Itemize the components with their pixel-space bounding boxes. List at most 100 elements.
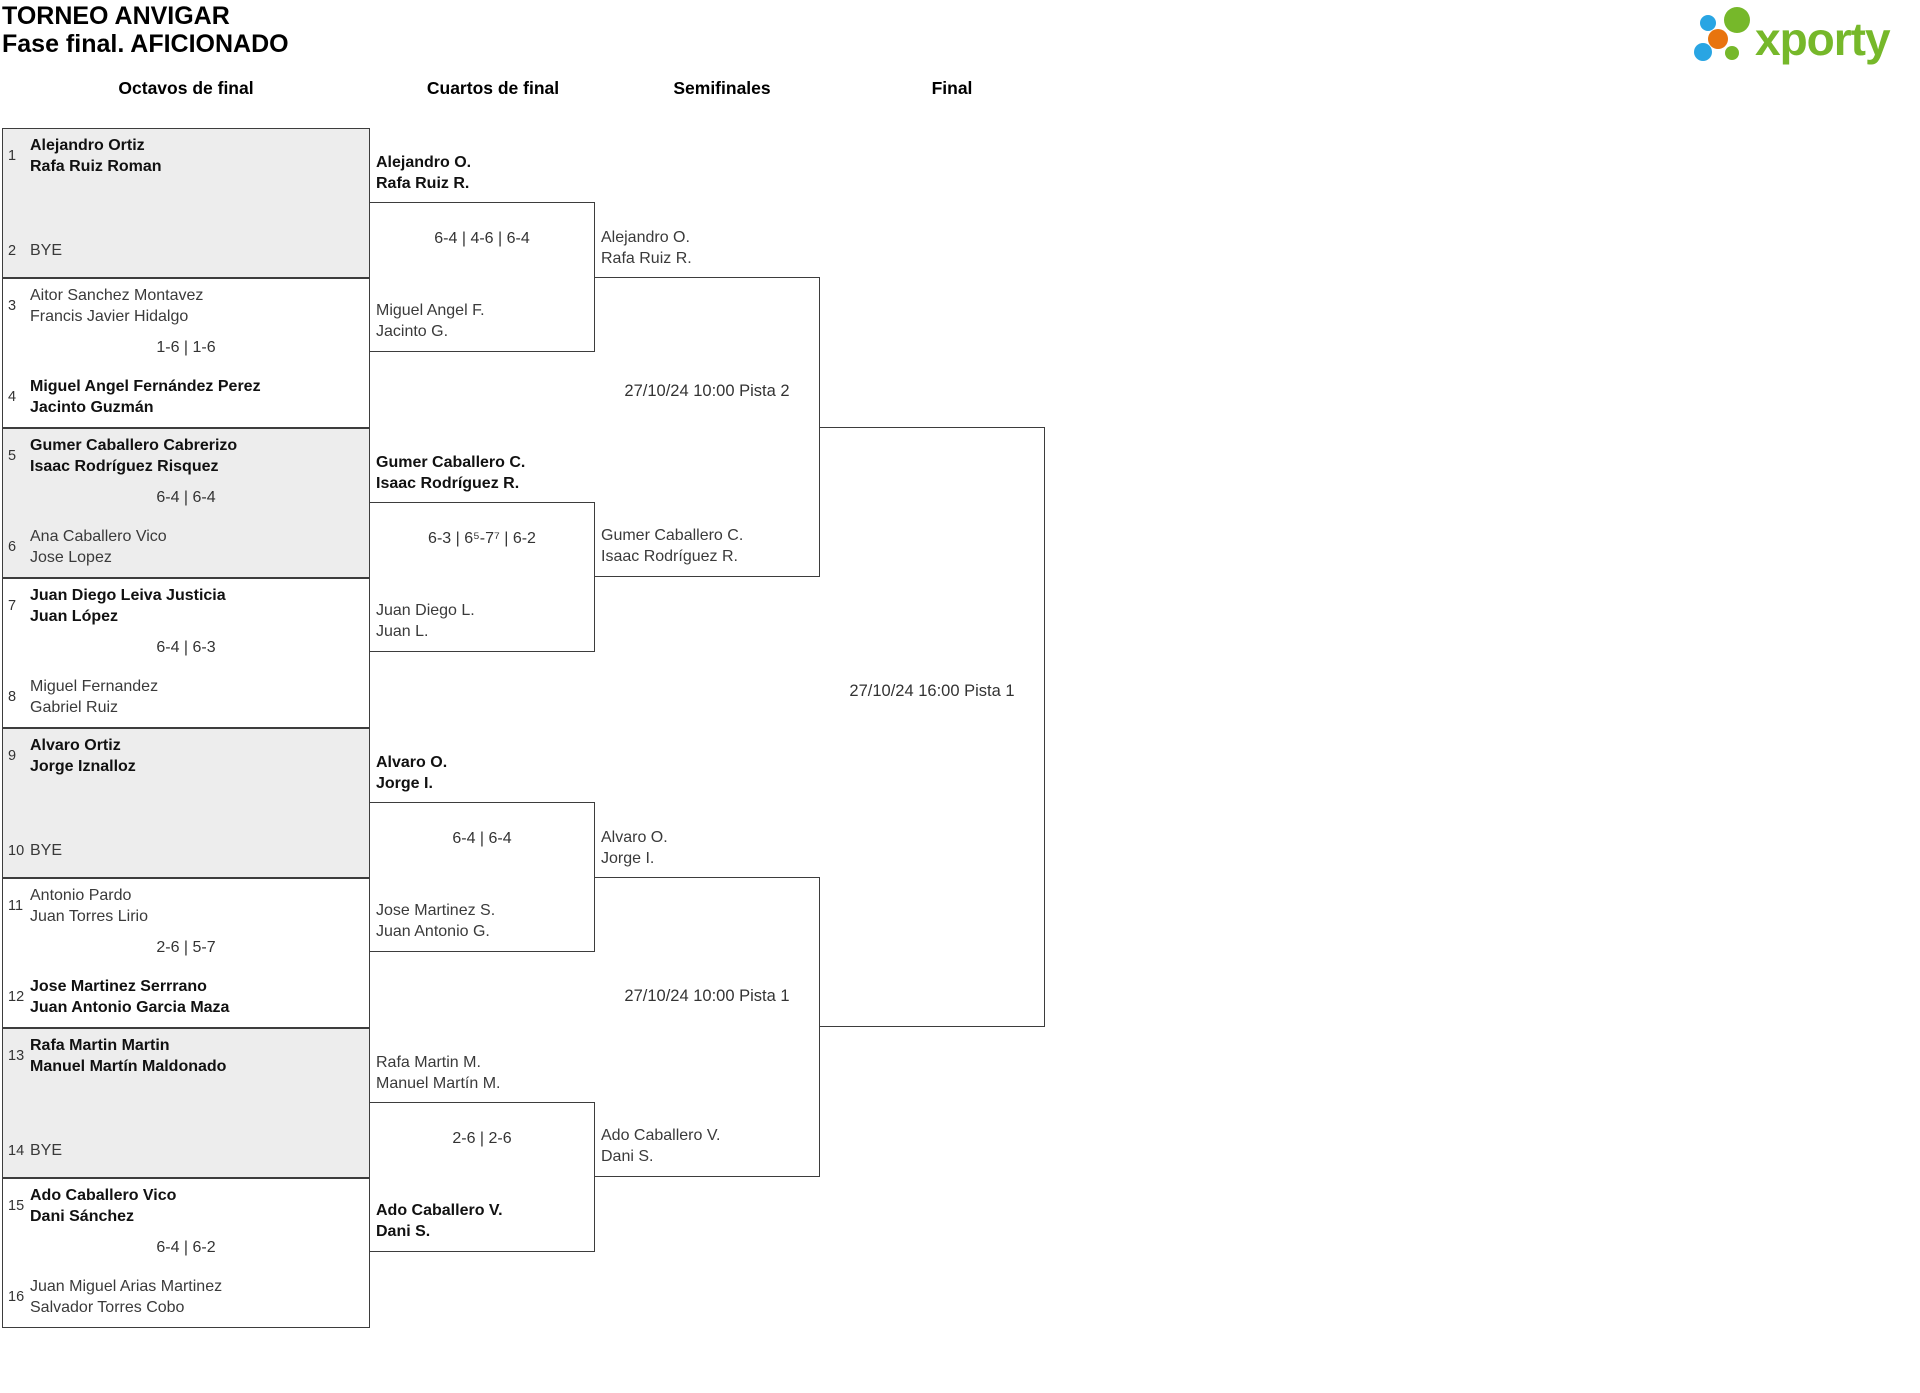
semifinal-2-upper-participant[interactable]: Alvaro O. Jorge I. — [601, 827, 816, 869]
octavos-2-top-participant[interactable]: 3 Aitor Sanchez Montavez Francis Javier … — [8, 285, 360, 327]
cuartos-1-upper-participant[interactable]: Alejandro O. Rafa Ruiz R. — [376, 152, 591, 194]
octavos-4-top-participant[interactable]: 7 Juan Diego Leiva Justicia Juan López — [8, 585, 360, 627]
match-score: 6-3 | 6⁵-7⁷ | 6-2 — [428, 530, 536, 547]
seed-number: 7 — [8, 598, 17, 614]
logo-dot-orange-icon — [1708, 29, 1728, 49]
player-name: Antonio Pardo — [30, 887, 132, 904]
octavos-8-bottom-participant[interactable]: 16 Juan Miguel Arias Martinez Salvador T… — [8, 1276, 360, 1318]
logo-wordmark: xporty — [1755, 13, 1891, 65]
logo-dot-blue-small-icon — [1700, 15, 1716, 31]
cuartos-1-lower-participant[interactable]: Miguel Angel F. Jacinto G. — [376, 300, 591, 342]
octavos-7-top-participant[interactable]: 13 Rafa Martin Martin Manuel Martín Mald… — [8, 1035, 360, 1077]
player-name: Dani Sánchez — [30, 1208, 135, 1225]
cuartos-match-1-box[interactable] — [369, 202, 595, 352]
player-name: Alvaro O. — [376, 754, 448, 771]
seed-number: 12 — [8, 989, 25, 1005]
match-score: 6-4 | 6-3 — [156, 639, 216, 656]
octavos-8-top-participant[interactable]: 15 Ado Caballero Vico Dani Sánchez — [8, 1185, 360, 1227]
octavos-3-bottom-participant[interactable]: 6 Ana Caballero Vico Jose Lopez — [8, 526, 360, 568]
match-score: 1-6 | 1-6 — [156, 339, 216, 356]
player-name: Miguel Angel F. — [376, 302, 485, 319]
octavos-match-5-box[interactable] — [2, 728, 370, 878]
match-score: 2-6 | 2-6 — [452, 1130, 512, 1147]
octavos-match-3-box[interactable] — [2, 428, 370, 578]
page-title: TORNEO ANVIGAR Fase final. AFICIONADO — [2, 2, 289, 58]
player-name: Jose Martinez Serrrano — [30, 978, 207, 995]
seed-number: 9 — [8, 748, 17, 764]
player-name: Ado Caballero V. — [376, 1202, 503, 1219]
player-name: BYE — [30, 842, 63, 859]
cuartos-2-upper-participant[interactable]: Gumer Caballero C. Isaac Rodríguez R. — [376, 452, 591, 494]
match-score: 6-4 | 4-6 | 6-4 — [434, 230, 530, 247]
match-score: 6-4 | 6-4 — [452, 830, 512, 847]
logo-dot-blue-icon — [1694, 43, 1712, 61]
player-name: Juan Diego L. — [376, 602, 475, 619]
player-name: Juan López — [30, 608, 119, 625]
semifinal-1-upper-participant[interactable]: Alejandro O. Rafa Ruiz R. — [601, 227, 816, 269]
player-name: Dani S. — [601, 1148, 654, 1165]
octavos-6-bottom-participant[interactable]: 12 Jose Martinez Serrrano Juan Antonio G… — [8, 976, 360, 1018]
match-schedule: 27/10/24 10:00 Pista 2 — [624, 382, 790, 400]
octavos-6-top-participant[interactable]: 11 Antonio Pardo Juan Torres Lirio — [8, 885, 360, 927]
cuartos-3-lower-participant[interactable]: Jose Martinez S. Juan Antonio G. — [376, 900, 591, 942]
octavos-3-top-participant[interactable]: 5 Gumer Caballero Cabrerizo Isaac Rodríg… — [8, 435, 360, 477]
player-name: BYE — [30, 242, 63, 259]
match-score: 2-6 | 5-7 — [156, 939, 216, 956]
player-name: Rafa Martin Martin — [30, 1037, 170, 1054]
octavos-match-7-box[interactable] — [2, 1028, 370, 1178]
match-schedule: 27/10/24 10:00 Pista 1 — [624, 987, 790, 1005]
player-name: Jorge I. — [601, 850, 655, 867]
cuartos-match-2-box[interactable] — [369, 502, 595, 652]
seed-number: 6 — [8, 539, 17, 555]
seed-number: 3 — [8, 298, 17, 314]
player-name: Isaac Rodríguez Risquez — [30, 458, 219, 475]
seed-number: 11 — [8, 898, 24, 914]
octavos-match-6-box[interactable] — [2, 878, 370, 1028]
seed-number: 15 — [8, 1198, 25, 1214]
octavos-match-2-box[interactable] — [2, 278, 370, 428]
player-name: Juan Torres Lirio — [30, 908, 148, 925]
seed-number: 16 — [8, 1289, 25, 1305]
octavos-match-1-box[interactable] — [2, 128, 370, 278]
player-name: Ado Caballero Vico — [30, 1187, 177, 1204]
cuartos-4-lower-participant[interactable]: Ado Caballero V. Dani S. — [376, 1200, 591, 1242]
octavos-7-bottom-participant[interactable]: 14 BYE — [8, 1140, 360, 1161]
match-schedule: 27/10/24 16:00 Pista 1 — [849, 682, 1015, 700]
player-name: Manuel Martín M. — [376, 1075, 501, 1092]
player-name: Alejandro Ortiz — [30, 137, 145, 154]
octavos-1-bottom-participant[interactable]: 2 BYE — [8, 240, 360, 261]
player-name: Juan Miguel Arias Martinez — [30, 1278, 223, 1295]
octavos-5-top-participant[interactable]: 9 Alvaro Ortiz Jorge Iznalloz — [8, 735, 360, 777]
octavos-match-8-box[interactable] — [2, 1178, 370, 1328]
seed-number: 5 — [8, 448, 17, 464]
octavos-4-bottom-participant[interactable]: 8 Miguel Fernandez Gabriel Ruiz — [8, 676, 360, 718]
cuartos-match-3-box[interactable] — [369, 802, 595, 952]
cuartos-4-upper-participant[interactable]: Rafa Martin M. Manuel Martín M. — [376, 1052, 591, 1094]
player-name: Miguel Fernandez — [30, 678, 159, 695]
final-match-box[interactable] — [819, 427, 1045, 1027]
player-name: Jorge Iznalloz — [30, 758, 136, 775]
round-header-final: Final — [931, 78, 973, 98]
semifinal-2-lower-participant[interactable]: Ado Caballero V. Dani S. — [601, 1125, 816, 1167]
player-name: Gumer Caballero C. — [376, 454, 526, 471]
cuartos-3-upper-participant[interactable]: Alvaro O. Jorge I. — [376, 752, 591, 794]
player-name: Juan Antonio G. — [376, 923, 490, 940]
semifinal-match-2-box[interactable] — [594, 877, 820, 1177]
player-name: Francis Javier Hidalgo — [30, 308, 189, 325]
octavos-match-4-box[interactable] — [2, 578, 370, 728]
player-name: Isaac Rodríguez R. — [601, 548, 738, 565]
cuartos-match-4-box[interactable] — [369, 1102, 595, 1252]
seed-number: 13 — [8, 1048, 25, 1064]
round-header-cuartos: Cuartos de final — [426, 78, 560, 98]
logo-dot-green-small-icon — [1725, 46, 1739, 60]
seed-number: 4 — [8, 389, 17, 405]
octavos-1-top-participant[interactable]: 1 Alejandro Ortiz Rafa Ruiz Roman — [8, 135, 360, 177]
match-score: 6-4 | 6-4 — [156, 489, 216, 506]
octavos-5-bottom-participant[interactable]: 10 BYE — [8, 840, 360, 861]
cuartos-2-lower-participant[interactable]: Juan Diego L. Juan L. — [376, 600, 591, 642]
octavos-2-bottom-participant[interactable]: 4 Miguel Angel Fernández Perez Jacinto G… — [8, 376, 360, 418]
seed-number: 14 — [8, 1142, 25, 1159]
player-name: Alejandro O. — [601, 229, 690, 246]
semifinal-1-lower-participant[interactable]: Gumer Caballero C. Isaac Rodríguez R. — [601, 525, 816, 567]
